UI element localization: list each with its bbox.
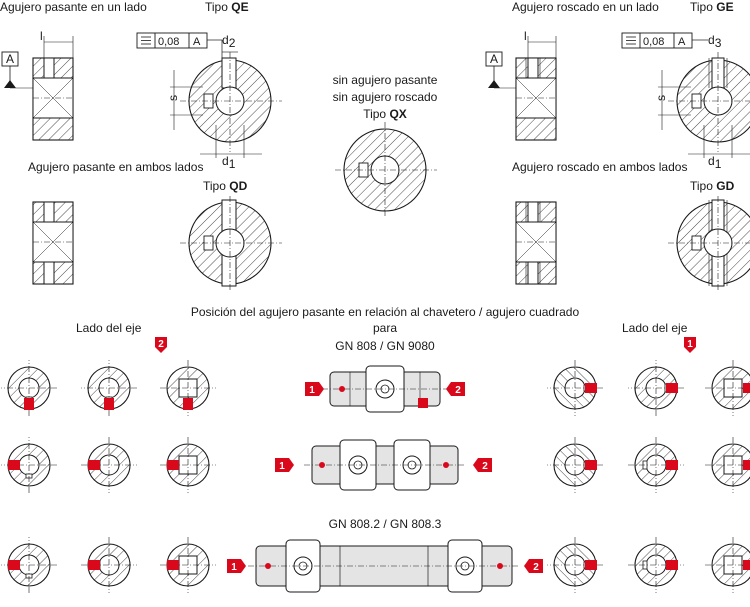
tipo-gd-label: Tipo GD xyxy=(690,179,735,193)
heading-ge: Agujero roscado en un lado xyxy=(512,0,659,14)
hub-left-r2-a xyxy=(0,436,58,494)
right-shaft-side-label: Lado del eje xyxy=(622,321,688,335)
datum-a-qe: A xyxy=(6,52,14,66)
front-view-gd xyxy=(668,196,750,292)
dim-d2-qe: d2 xyxy=(222,33,236,50)
hub-left-r2-b xyxy=(80,436,138,494)
hub-right-r2-b xyxy=(627,436,685,494)
hub-left-r3-c xyxy=(159,536,217,594)
svg-text:1: 1 xyxy=(231,562,237,573)
dim-d1-qe: d1 xyxy=(222,154,236,171)
position-title-line1: Posición del agujero pasante en relación… xyxy=(191,305,580,319)
hub-left-r3-a xyxy=(0,536,58,594)
front-view-qe xyxy=(170,51,282,158)
dim-l-qe: l xyxy=(40,29,43,43)
dim-s-qe: s xyxy=(166,95,180,101)
section-view-ge xyxy=(485,36,557,141)
svg-text:2: 2 xyxy=(533,562,539,573)
qx-line2: sin agujero roscado xyxy=(333,90,438,104)
marker-2-joint-b: 2 xyxy=(473,458,492,472)
tipo-qx-label: Tipo QX xyxy=(363,107,407,121)
marker-1-joint-b: 1 xyxy=(275,458,294,472)
hub-left-r2-c xyxy=(159,436,217,494)
heading-gd: Agujero roscado en ambos lados xyxy=(512,160,687,174)
left-shaft-side-label: Lado del eje xyxy=(76,321,142,335)
hub-right-r3-a xyxy=(546,536,604,594)
marker-2-left: 2 xyxy=(155,337,167,353)
dim-s-ge: s xyxy=(654,95,668,101)
hub-right-r1-b xyxy=(627,359,685,417)
tolerance-value-ge: 0,08 xyxy=(643,36,664,48)
tolerance-frame-ge xyxy=(621,32,708,49)
heading-qe: Agujero pasante en un lado xyxy=(0,0,147,14)
marker-2-joint-c: 2 xyxy=(524,559,543,573)
svg-text:2: 2 xyxy=(455,385,461,396)
hub-right-r1-c xyxy=(704,359,750,417)
section-view-qe xyxy=(1,36,74,141)
joint-gn808-2-3 xyxy=(248,539,520,593)
hub-right-r2-c xyxy=(704,436,750,494)
marker-2-joint-a: 2 xyxy=(446,382,465,396)
hub-right-r3-c xyxy=(704,536,750,594)
joint-gn808-single xyxy=(322,365,448,413)
tolerance-ref-ge: A xyxy=(678,36,686,48)
hub-left-r3-b xyxy=(80,536,138,594)
dim-d1-ge: d1 xyxy=(708,154,722,171)
tipo-ge-label: Tipo GE xyxy=(690,0,734,14)
dim-d3-ge: d3 xyxy=(708,33,722,50)
bottom-title: GN 808.2 / GN 808.3 xyxy=(329,517,442,531)
position-title-line2: para xyxy=(373,321,397,335)
tolerance-frame-qe xyxy=(136,32,223,66)
svg-text:1: 1 xyxy=(279,461,285,472)
marker-1-joint-a: 1 xyxy=(305,382,324,396)
tolerance-ref-qe: A xyxy=(193,36,201,48)
hub-right-r3-b xyxy=(627,536,685,594)
hub-left-r1-c xyxy=(159,359,217,417)
hub-left-r1-a xyxy=(0,359,58,417)
dim-l-ge: l xyxy=(524,29,527,43)
tipo-qd-label: Tipo QD xyxy=(203,179,248,193)
hub-right-r2-a xyxy=(546,436,604,494)
position-title-line3: GN 808 / GN 9080 xyxy=(335,339,435,353)
svg-text:1: 1 xyxy=(687,339,693,350)
joint-gn9080-double xyxy=(304,439,466,491)
heading-qd: Agujero pasante en ambos lados xyxy=(28,160,203,174)
hub-left-r1-b xyxy=(80,359,138,417)
svg-text:2: 2 xyxy=(158,339,164,350)
marker-1-joint-c: 1 xyxy=(227,559,246,573)
svg-text:1: 1 xyxy=(309,385,315,396)
section-view-qd xyxy=(32,201,74,285)
front-view-qx xyxy=(335,122,437,218)
tolerance-value-qe: 0,08 xyxy=(158,36,179,48)
front-view-ge xyxy=(658,52,750,158)
marker-1-right: 1 xyxy=(684,337,696,353)
section-view-gd xyxy=(515,201,557,285)
svg-text:2: 2 xyxy=(482,461,488,472)
qx-line1: sin agujero pasante xyxy=(333,73,438,87)
hub-right-r1-a xyxy=(546,359,604,417)
tipo-qe-label: Tipo QE xyxy=(205,0,249,14)
datum-a-ge: A xyxy=(490,52,498,66)
front-view-qd xyxy=(180,196,282,292)
